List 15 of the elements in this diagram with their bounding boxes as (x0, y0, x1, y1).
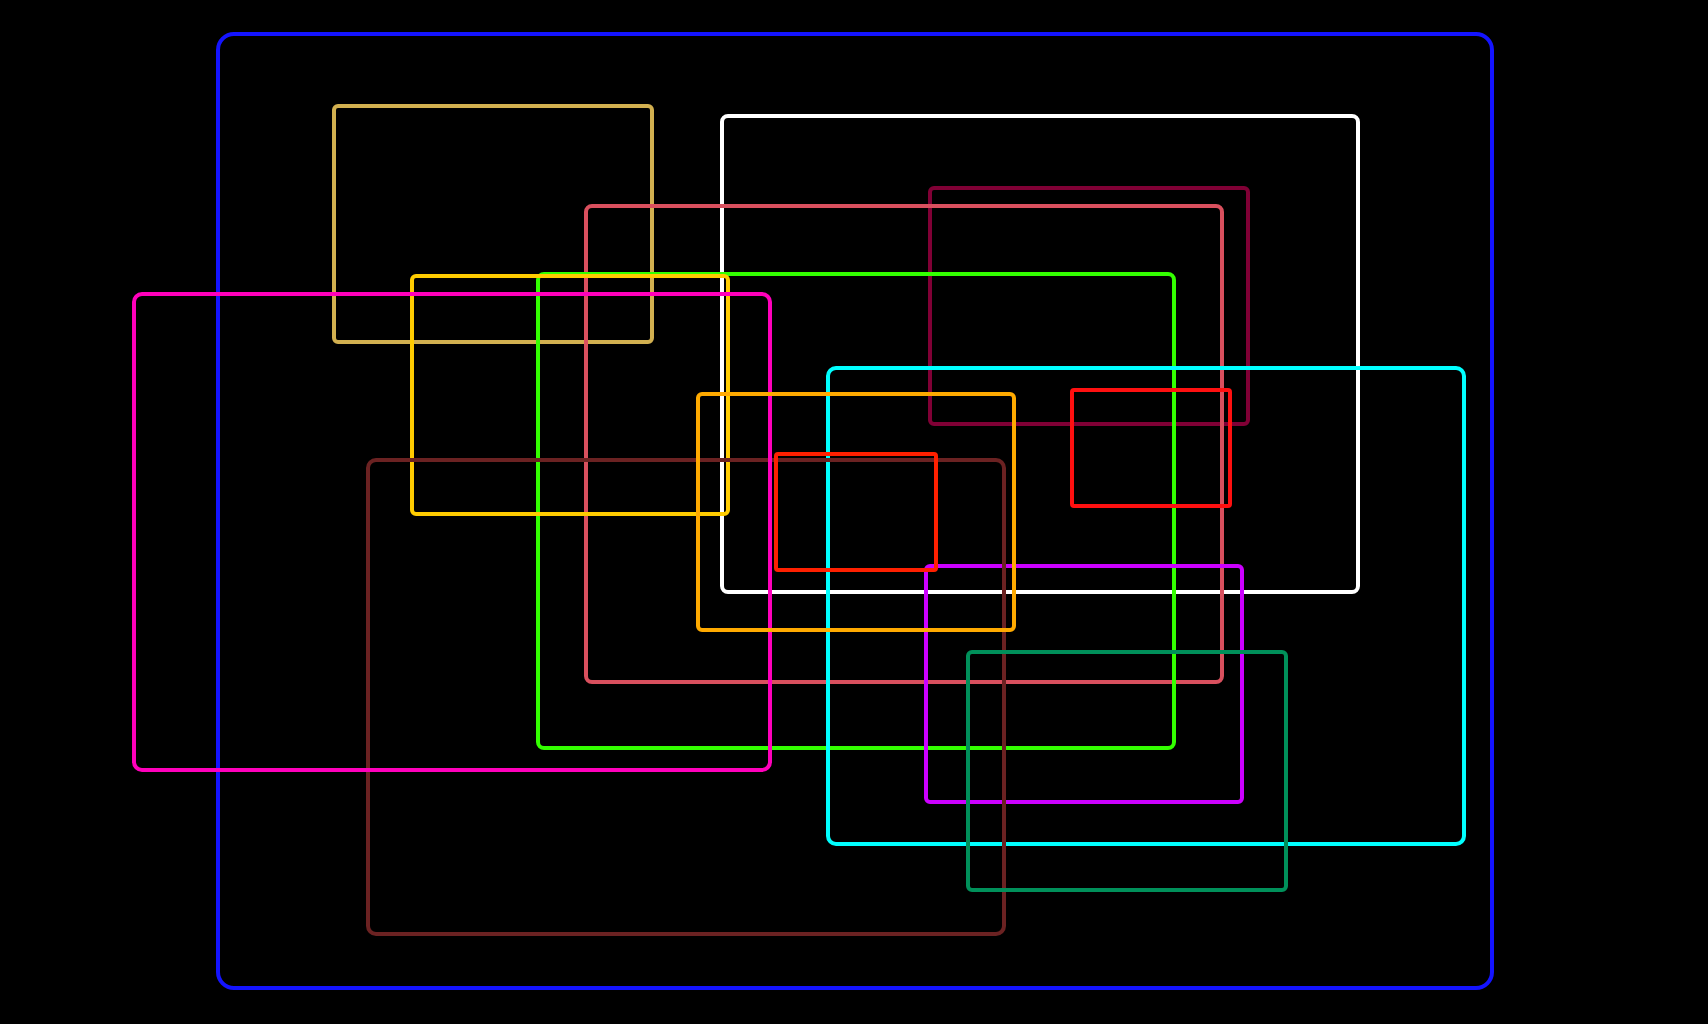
rectangle-outline (366, 458, 1006, 936)
rectangle-outline (132, 292, 772, 772)
rectangle-outline (720, 114, 1360, 594)
rectangle-outline (924, 564, 1244, 804)
rectangle-outline (410, 274, 730, 516)
rectangle-outline (584, 204, 1224, 684)
rectangle-outline (1070, 388, 1232, 508)
rectangle-outline (928, 186, 1250, 426)
rectangle-outline (966, 650, 1288, 892)
rectangle-outline (826, 366, 1466, 846)
rectangle-outline (696, 392, 1016, 632)
rectangle-outline (332, 104, 654, 344)
rectangle-outline (774, 452, 938, 572)
rectangle-outline (536, 272, 1176, 750)
rectangle-outline (216, 32, 1494, 990)
